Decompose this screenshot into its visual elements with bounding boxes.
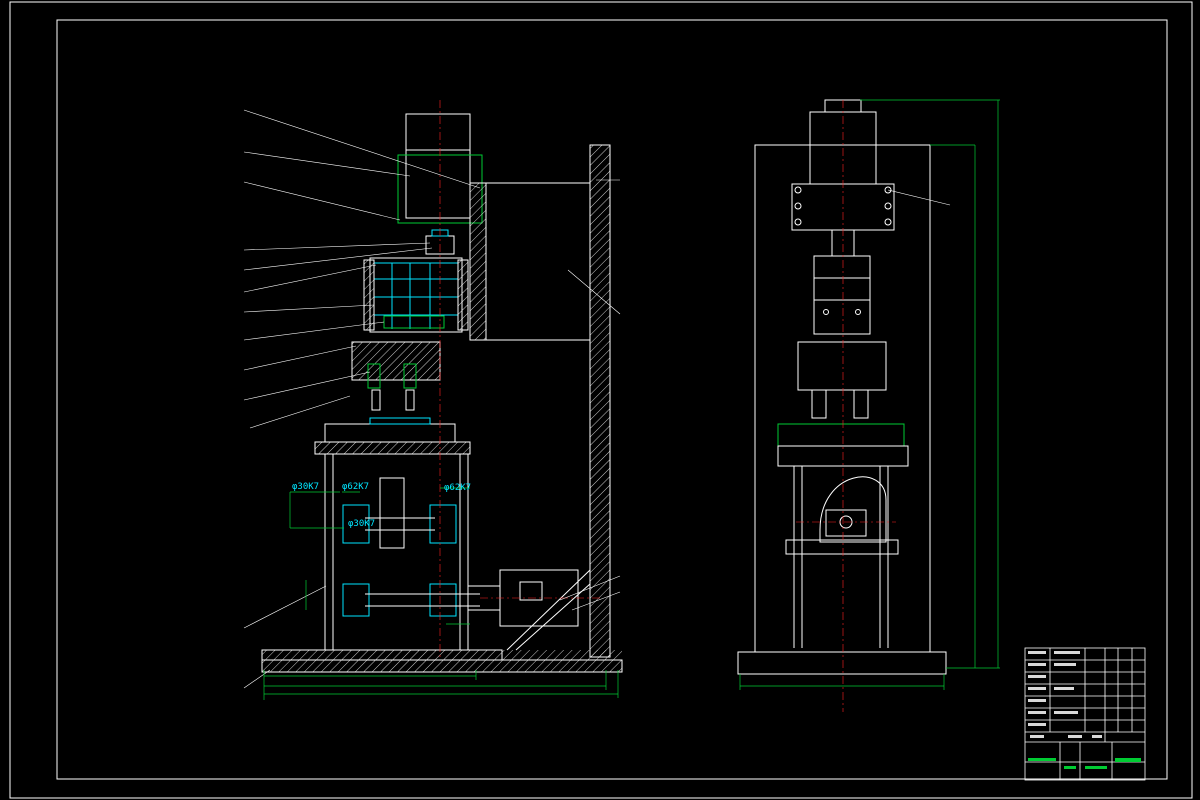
leader-lines	[243, 109, 621, 689]
title-block-fills	[1028, 651, 1102, 738]
side-work-table	[777, 445, 909, 467]
side-dimensions	[739, 99, 1000, 690]
fit-label-3: φ30K7	[348, 519, 375, 529]
work-table	[314, 441, 471, 455]
front-view	[261, 113, 623, 673]
top-motor	[405, 113, 471, 219]
side-base	[737, 651, 947, 675]
outer-border	[9, 1, 1193, 799]
fit-label-1: φ30K7	[292, 482, 319, 492]
side-drill-head	[797, 341, 887, 391]
fit-label-2: φ62K7	[342, 482, 369, 492]
fit-label-4: φ62K7	[444, 483, 471, 493]
title-block-green	[1028, 758, 1141, 769]
side-cam	[819, 476, 887, 543]
front-dimensions	[263, 487, 619, 700]
side-column	[754, 144, 931, 653]
title-block	[1024, 647, 1146, 781]
side-view	[737, 99, 947, 675]
side-gearbox	[813, 255, 871, 335]
drawing-frame	[56, 19, 1168, 780]
arm-plate	[469, 182, 487, 341]
support-column	[589, 144, 611, 658]
